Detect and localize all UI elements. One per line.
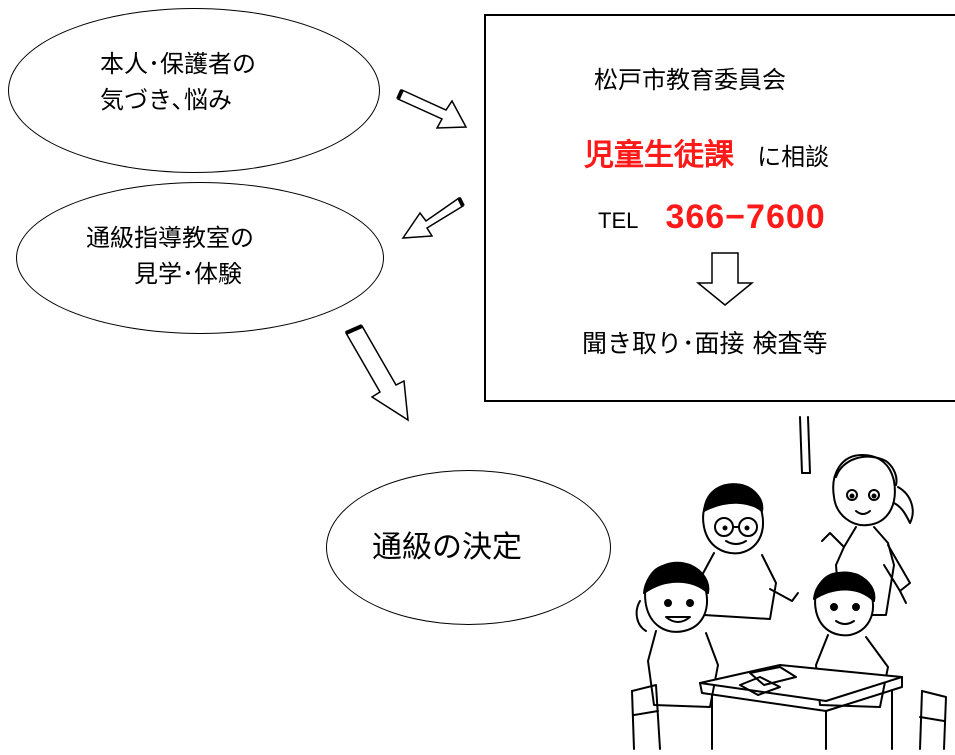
dept-line: 児童生徒課 に相談 xyxy=(584,130,829,174)
followup-text: 聞き取り･面接 検査等 xyxy=(582,329,828,358)
concern-line1: 本人･保護者の xyxy=(100,50,256,78)
consult-box: 松戸市教育委員会 児童生徒課 に相談 TEL 366−7600 聞き取り･面接 … xyxy=(484,14,955,402)
tel-line: TEL 366−7600 xyxy=(598,198,826,237)
tel-label: TEL xyxy=(598,208,639,233)
visit-ellipse xyxy=(16,182,384,334)
decision-ellipse xyxy=(326,470,611,625)
concern-line2: 気づき､悩み xyxy=(100,86,232,114)
decision-text: 通級の決定 xyxy=(372,530,522,565)
arrow-visit-to-decision-icon xyxy=(344,324,409,422)
arrow-box-to-visit-icon xyxy=(401,196,465,239)
visit-line2: 見学･体験 xyxy=(134,260,242,288)
org-name: 松戸市教育委員会 xyxy=(594,66,786,94)
arrow-box-down-icon xyxy=(695,252,755,306)
classroom-illustration-icon xyxy=(631,416,947,750)
concern-ellipse xyxy=(8,8,380,173)
arrow-concern-to-box-icon xyxy=(396,89,468,129)
tel-number: 366−7600 xyxy=(665,198,826,236)
dept-suffix: に相談 xyxy=(757,143,830,171)
dept-name: 児童生徒課 xyxy=(584,138,734,173)
visit-line1: 通級指導教室の xyxy=(86,224,254,252)
